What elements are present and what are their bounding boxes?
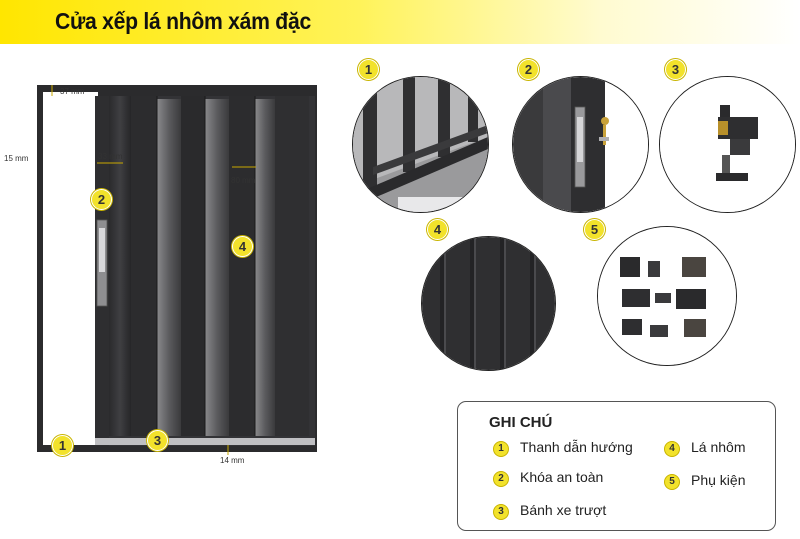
legend-number-1: 1 (494, 442, 508, 456)
dimension-bottom: 14 mm (220, 456, 245, 465)
detail-guide-rail (352, 76, 489, 213)
legend-box: GHI CHÚ 1 Thanh dẫn hướng 2 Khóa an toàn… (457, 401, 776, 531)
legend-item-safety-lock: Khóa an toàn (520, 469, 604, 485)
legend-item-aluminum-slat: Lá nhôm (691, 439, 746, 455)
marker-guide-rail: 1 (52, 435, 73, 456)
legend-number-5: 5 (665, 475, 679, 489)
detail-safety-lock (512, 76, 649, 213)
detail-marker-3: 3 (665, 59, 686, 80)
page-title: Cửa xếp lá nhôm xám đặc (55, 8, 311, 34)
legend-title: GHI CHÚ (489, 414, 553, 431)
marker-aluminum-slat: 4 (232, 236, 253, 257)
detail-aluminum-slat (421, 236, 556, 371)
dimension-frame: 33 mm (98, 152, 123, 161)
legend-item-slider-wheel: Bánh xe trượt (520, 502, 607, 518)
dimension-side: 15 mm (4, 154, 29, 163)
safety-lock-detail-image (513, 77, 648, 212)
detail-accessories (597, 226, 737, 366)
header-bar (0, 0, 800, 44)
aluminum-slat-detail-image (422, 237, 555, 370)
accessories-detail-image (598, 227, 736, 365)
legend-number-4: 4 (665, 442, 679, 456)
dimension-slat: 80 mm (231, 176, 256, 185)
detail-slider-wheel (659, 76, 796, 213)
door-illustration (37, 85, 317, 455)
detail-marker-1: 1 (358, 59, 379, 80)
detail-marker-2: 2 (518, 59, 539, 80)
legend-number-3: 3 (494, 505, 508, 519)
detail-marker-4: 4 (427, 219, 448, 240)
slider-wheel-detail-image (660, 77, 795, 212)
detail-marker-5: 5 (584, 219, 605, 240)
legend-item-accessories: Phụ kiện (691, 472, 746, 488)
dimension-top: 37 mm (60, 87, 85, 96)
marker-slider-wheel: 3 (147, 430, 168, 451)
legend-item-guide-rail: Thanh dẫn hướng (520, 439, 633, 455)
guide-rail-detail-image (353, 77, 488, 212)
marker-safety-lock: 2 (91, 189, 112, 210)
legend-number-2: 2 (494, 472, 508, 486)
